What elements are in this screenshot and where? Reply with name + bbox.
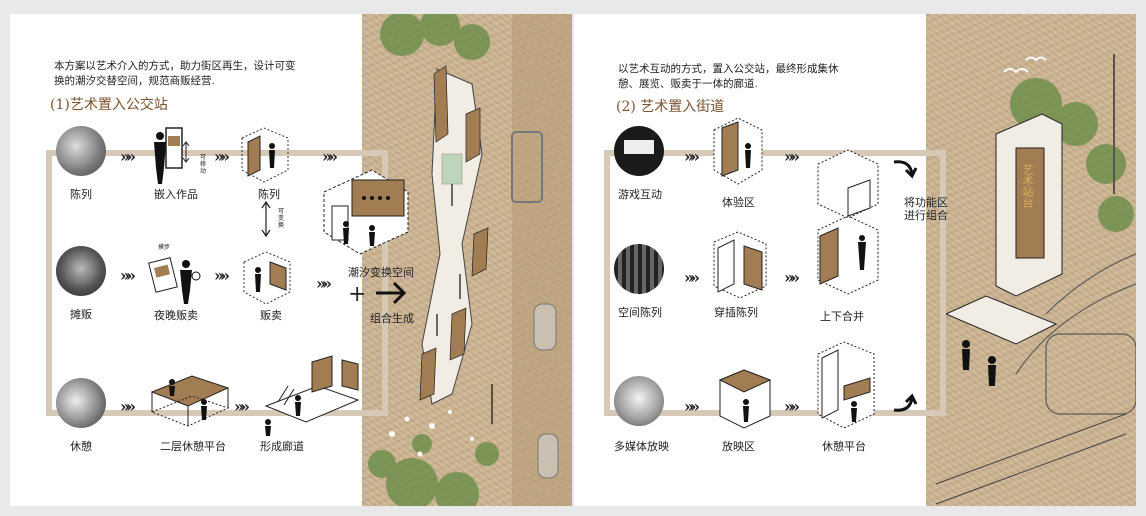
game-label: 游戏互动 [618, 188, 662, 201]
left-intro-text: 本方案以艺术介入的方式，助力街区再生，设计可变换的潮汐交替空间，规范商贩经营. [54, 60, 296, 87]
interleave-label: 穿插陈列 [714, 306, 758, 319]
arrow-chevron-icon: »» [214, 266, 230, 285]
space-display-circle [614, 244, 664, 294]
stall-circle-label: 摊贩 [70, 308, 92, 321]
screen-rect [624, 140, 654, 154]
arrow-chevron-icon: »» [684, 397, 700, 416]
sale-cube-icon [243, 251, 291, 305]
arrow-chevron-icon: »» [684, 147, 700, 166]
arrow-chevron-icon: »» [120, 266, 136, 285]
multimedia-label: 多媒体放映 [614, 440, 669, 453]
multimedia-circle [614, 376, 664, 426]
rest-photo-circle [56, 378, 106, 428]
arrow-chevron-icon: »» [784, 397, 800, 416]
right-flow-frame [604, 150, 946, 416]
curved-arrow-icon [893, 393, 918, 412]
cinema-screen-circle [614, 126, 664, 176]
embed-label: 嵌入作品 [154, 188, 198, 201]
movable-note-top: 可移动 [200, 154, 207, 175]
right-intro-text: 以艺术互动的方式，置入公交站，最终形成集休憩、展览、贩卖于一体的廊道. [618, 63, 839, 90]
night-sale-icon [148, 257, 201, 304]
rest-circle-label: 休憩 [70, 440, 92, 453]
left-page: 本方案以艺术介入的方式，助力街区再生，设计可变换的潮汐交替空间，规范商贩经营. … [10, 14, 572, 506]
combine-func-label: 将功能区进行组合 [904, 196, 948, 222]
stall-photo-circle [56, 246, 106, 296]
sale-label: 贩卖 [260, 309, 282, 322]
experience-cube-icon [713, 117, 763, 185]
rest-platform-label: 休憩平台 [822, 440, 866, 453]
screening-label: 放映区 [722, 440, 755, 453]
arrow-chevron-icon: »» [214, 147, 230, 166]
street-road-art [935, 54, 1136, 505]
right-arrow-icon [376, 281, 407, 305]
right-page: 艺术站台 以艺术互动的方式，置入公交站，最终形成集休憩、展览、贩卖于一体的廊道.… [574, 14, 1136, 506]
experience-label: 体验区 [722, 196, 755, 209]
space-display-label: 空间陈列 [618, 306, 662, 319]
night-sale-label: 夜晚贩卖 [154, 309, 198, 322]
platform-label: 二层休憩平台 [160, 440, 226, 453]
sign-text: 艺术站台 [1021, 164, 1034, 208]
display-circle-label: 陈列 [70, 188, 92, 201]
arrow-chevron-icon: »» [120, 147, 136, 166]
street-road-art [368, 14, 572, 506]
tidal-space-label: 潮汐变换空间 [348, 266, 414, 279]
arrow-chevron-icon: »» [234, 397, 250, 416]
stacked-cube-icon [817, 149, 879, 295]
interleave-cube-icon [713, 231, 767, 299]
up-down-arrow-icon [261, 200, 271, 238]
merge-label: 上下合并 [820, 310, 864, 323]
screening-cube-icon [718, 369, 772, 429]
arrow-chevron-icon: »» [784, 268, 800, 287]
arrow-chevron-icon: »» [316, 274, 332, 293]
corridor-label: 形成廊道 [260, 440, 304, 453]
combine-label: 组合生成 [370, 312, 414, 325]
display-photo-circle [56, 126, 106, 176]
curved-arrow-icon [893, 160, 918, 179]
plus-sign: + [348, 282, 367, 307]
tidal-space-drawing [323, 169, 409, 255]
tiny-note: 摸步 [158, 244, 171, 251]
arrow-chevron-icon: »» [684, 268, 700, 287]
corridor-icon [264, 355, 360, 436]
left-section-heading: (1)艺术置入公交站 [50, 97, 168, 113]
arrow-chevron-icon: »» [120, 397, 136, 416]
display-cube-icon [241, 127, 289, 183]
figure-with-frame-icon [154, 127, 190, 184]
arrow-chevron-icon: »» [784, 147, 800, 166]
movable-note-bottom: 可变换 [278, 208, 285, 229]
right-section-heading: (2) 艺术置入街道 [616, 99, 725, 115]
display-label: 陈列 [258, 188, 280, 201]
two-level-platform-icon [150, 375, 230, 427]
rest-platform-cube-icon [817, 341, 875, 429]
